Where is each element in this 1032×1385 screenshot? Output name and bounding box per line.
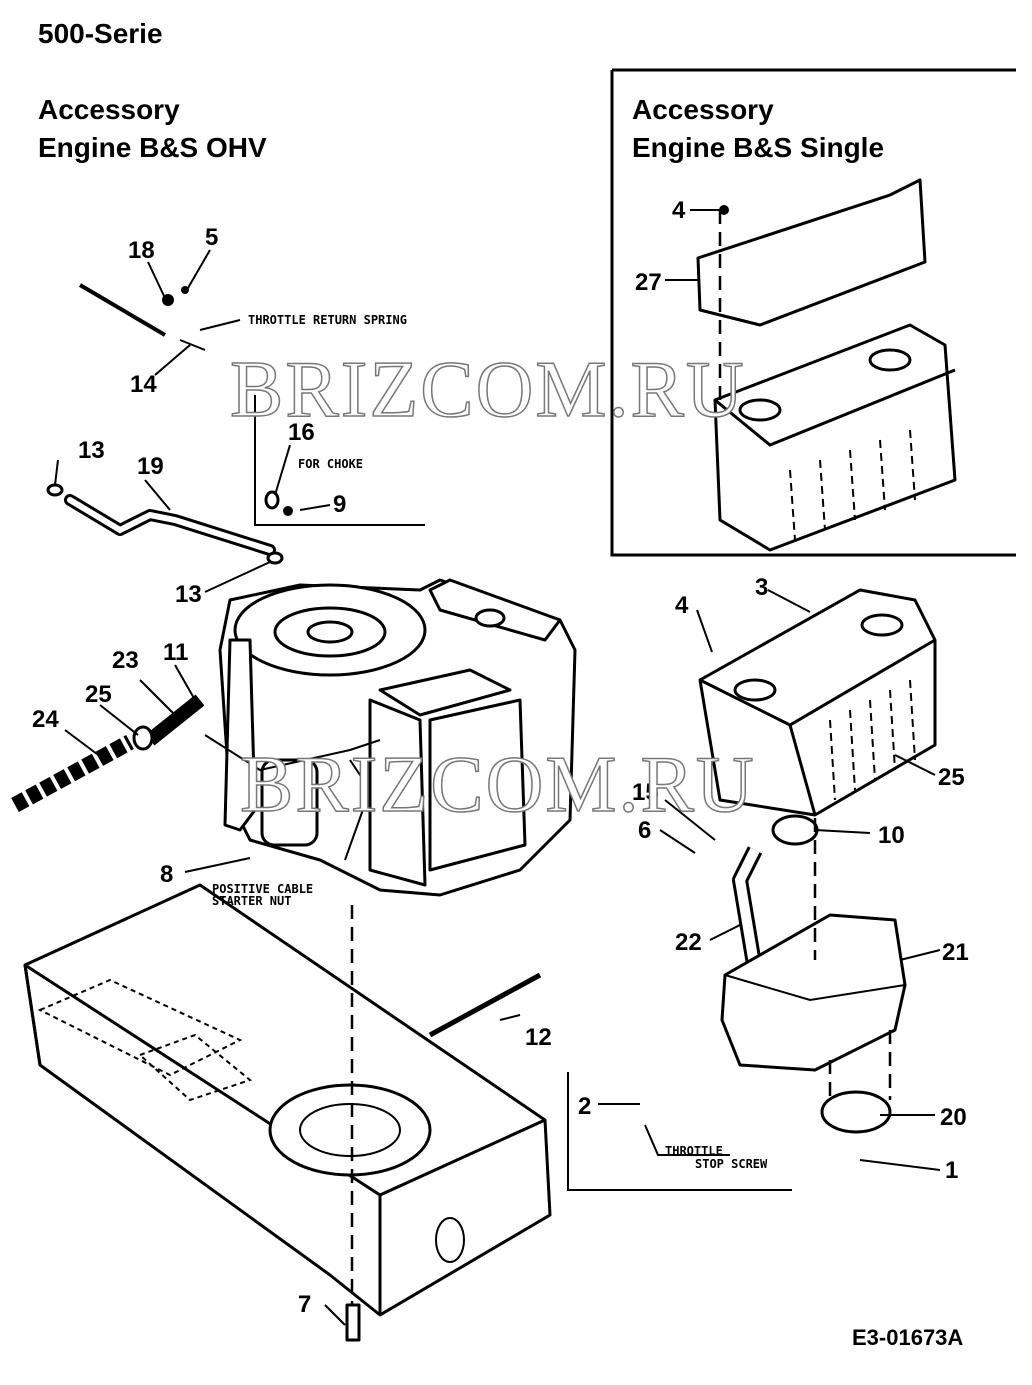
part-13-clip-top: [46, 483, 64, 497]
label-25-left: 25: [85, 681, 112, 708]
right-section-title-line2: Engine B&S Single: [632, 132, 885, 163]
series-title: 500-Serie: [38, 18, 163, 49]
label-1: 1: [945, 1157, 958, 1184]
label-3: 3: [755, 574, 768, 601]
part-5-nut: [181, 286, 189, 294]
choke-box: [254, 395, 425, 526]
label-2: 2: [578, 1093, 591, 1120]
label-4-inset: 4: [672, 197, 686, 224]
label-10: 10: [878, 822, 905, 849]
label-7: 7: [298, 1291, 311, 1318]
part-23-solenoid: [145, 694, 205, 746]
part-20-deflector: [820, 1090, 892, 1134]
label-23: 23: [112, 647, 139, 674]
inset-frame: [610, 68, 1016, 557]
label-15: 15: [632, 779, 659, 806]
leader-lines: [54, 209, 941, 1326]
note-throttle-return-spring: THROTTLE RETURN SPRING: [248, 313, 407, 327]
part-13-clip-bottom: [266, 551, 284, 565]
watermark-middle: BRIZCOM.RU: [239, 740, 756, 830]
part-16-clamp: [264, 490, 280, 510]
label-13-bottom: 13: [175, 581, 202, 608]
label-8: 8: [160, 861, 173, 888]
label-18: 18: [128, 237, 155, 264]
label-4-lower: 4: [675, 592, 689, 619]
label-20: 20: [940, 1104, 967, 1131]
note-throttle: THROTTLE: [665, 1144, 723, 1158]
left-section-title-line1: Accessory: [38, 94, 180, 125]
left-section-title-line2: Engine B&S OHV: [38, 132, 267, 163]
part-21-muffler: [720, 913, 907, 1072]
label-27: 27: [635, 269, 662, 296]
note-stop-screw: STOP SCREW: [695, 1157, 768, 1171]
label-12: 12: [525, 1024, 552, 1051]
label-24: 24: [32, 706, 59, 733]
part-24-cable: [11, 734, 134, 813]
label-16: 16: [288, 419, 315, 446]
label-11: 11: [163, 639, 188, 666]
inset-muffler-guard: [696, 178, 957, 552]
engine-ohv: [204, 578, 577, 897]
right-section-title-line1: Accessory: [632, 94, 774, 125]
note-for-choke: FOR CHOKE: [298, 457, 363, 471]
note-starter-nut: STARTER NUT: [212, 894, 291, 908]
label-6: 6: [638, 817, 651, 844]
throttle-stop-box: [567, 1072, 792, 1191]
note-positive-cable: POSITIVE CABLE: [212, 882, 313, 896]
label-13-top: 13: [78, 437, 105, 464]
watermark-top: BRIZCOM.RU: [229, 345, 746, 435]
throttle-cable-part: [78, 283, 167, 337]
label-19: 19: [137, 453, 164, 480]
part-7-bolt: [345, 1303, 361, 1342]
label-21: 21: [942, 939, 969, 966]
drawing-code: E3-01673A: [852, 1325, 964, 1350]
tractor-frame: [23, 883, 552, 1317]
label-9: 9: [333, 491, 346, 518]
label-22: 22: [675, 929, 702, 956]
part-9-screw: [283, 506, 293, 516]
part-12-rod: [428, 972, 542, 1038]
part-25-muffler-guard: [698, 588, 937, 817]
label-14: 14: [130, 371, 157, 398]
part-10-gasket: [771, 814, 819, 846]
part-25-bushing: [132, 725, 154, 751]
label-25-right: 25: [938, 764, 965, 791]
throttle-return-spring: [179, 319, 241, 351]
label-5: 5: [205, 224, 218, 251]
